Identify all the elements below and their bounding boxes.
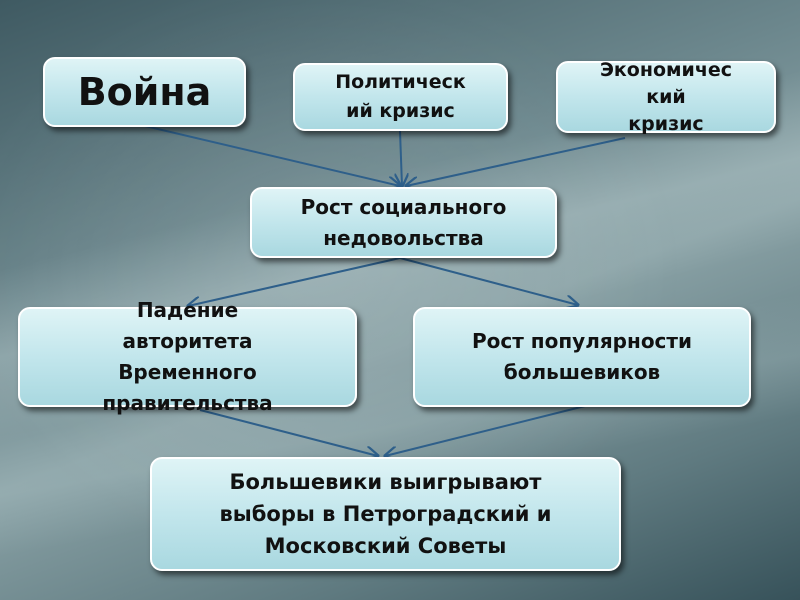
node-war-label: Война: [77, 70, 212, 114]
arrow-economic-to-discontent: [406, 137, 626, 186]
node-war: Война: [43, 57, 246, 127]
node-bolsheviks-win: Большевики выигрывают выборы в Петроград…: [150, 457, 621, 571]
node-economic-crisis-label: Экономичес кий кризис: [599, 59, 733, 135]
arrow-political-to-discontent: [400, 130, 402, 186]
node-bolshevik-popularity: Рост популярности большевиков: [413, 307, 751, 407]
arrow-war-to-discontent: [144, 125, 400, 186]
node-social-discontent-label: Рост социального недовольства: [300, 194, 507, 250]
node-bolshevik-popularity-label: Рост популярности большевиков: [471, 329, 693, 384]
arrow-discontent-to-authority: [188, 257, 401, 306]
node-political-crisis-label: Политическ ий кризис: [335, 71, 466, 122]
arrow-discontent-to-popularity: [399, 257, 578, 305]
node-bolsheviks-win-label: Большевики выигрывают выборы в Петроград…: [219, 470, 552, 558]
node-political-crisis: Политическ ий кризис: [293, 63, 508, 131]
node-economic-crisis: Экономичес кий кризис: [556, 59, 776, 135]
node-authority-fall-label: Падение авторитета Временного правительс…: [102, 298, 273, 415]
arrow-popularity-to-win: [385, 405, 586, 456]
arrow-authority-to-win: [199, 409, 378, 456]
node-social-discontent: Рост социального недовольства: [250, 187, 557, 258]
node-authority-fall: Падение авторитета Временного правительс…: [18, 298, 357, 415]
